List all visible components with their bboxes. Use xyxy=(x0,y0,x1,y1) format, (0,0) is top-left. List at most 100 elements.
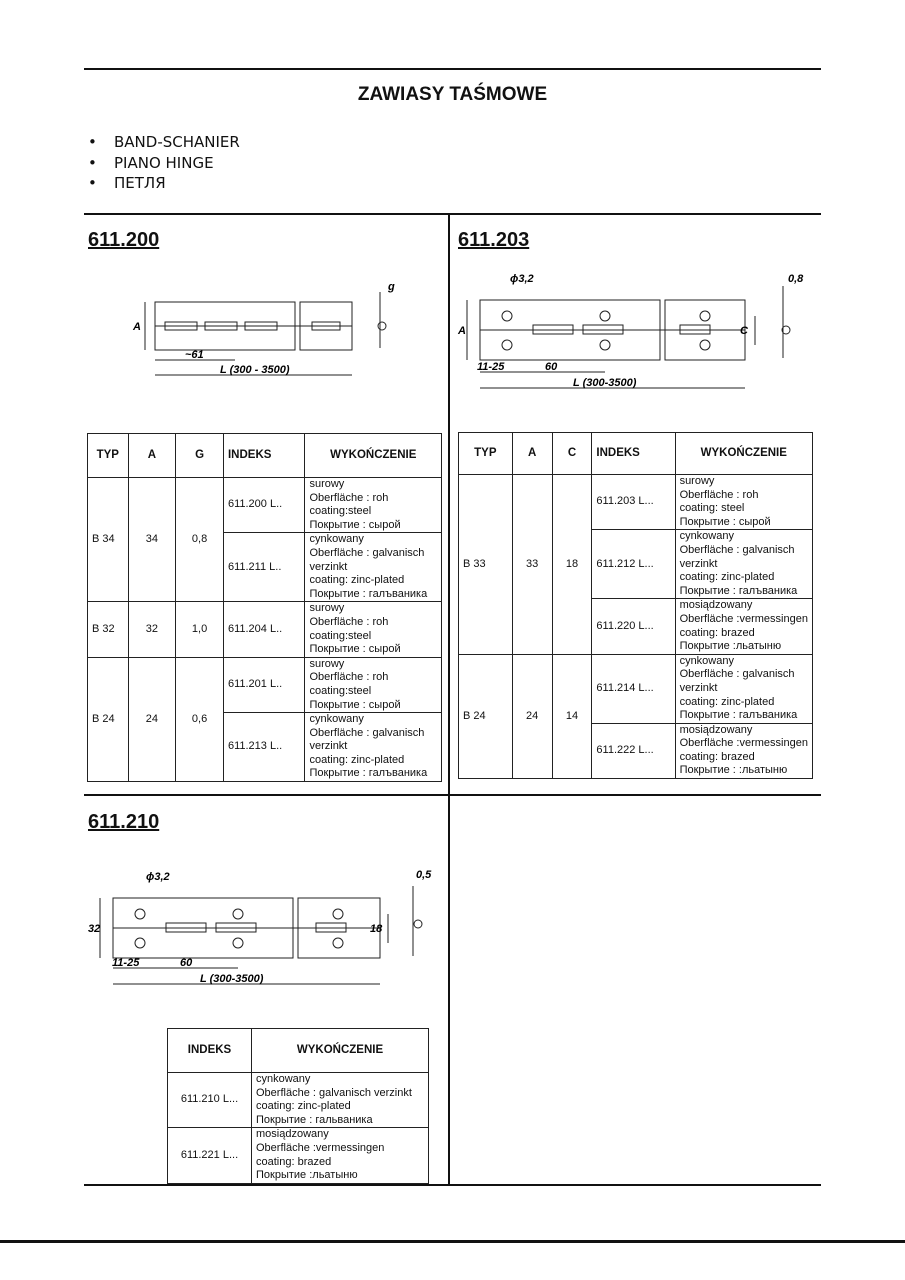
index-cell: 611.211 L.. xyxy=(222,532,306,603)
finish-line: cynkowany xyxy=(309,533,364,546)
finish-line: Покрытие : :льатыню xyxy=(679,764,788,777)
column-header: INDEKS xyxy=(167,1028,252,1073)
finish-line: Покрытие : гальваника xyxy=(256,1113,373,1126)
cell-a: 24 xyxy=(511,653,553,780)
finish-line: Покрытие : сырой xyxy=(309,698,401,711)
product-code: 611.203 xyxy=(458,229,530,251)
column-header: A xyxy=(511,432,553,475)
cell-typ: B 24 xyxy=(87,656,129,783)
hinge-drawing-611-200: A ~61 L (300 - 3500) g xyxy=(132,281,395,376)
dim-height: 32 xyxy=(88,923,100,935)
finish-line: Oberfläche : galvanisch xyxy=(309,546,425,559)
bottom-rule xyxy=(84,1184,821,1186)
cell-g: 0,8 xyxy=(175,476,224,603)
index-cell: 611.201 L.. xyxy=(222,656,306,714)
index-cell: 611.212 L... xyxy=(591,529,676,600)
finish-line: Oberfläche : galvanisch xyxy=(679,543,795,556)
dim-length: L (300-3500) xyxy=(200,973,264,985)
finish-line: Oberfläche : roh xyxy=(309,491,389,504)
index-cell: 611.200 L.. xyxy=(222,476,306,534)
finish-line: coating: brazed xyxy=(679,750,755,763)
column-header: INDEKS xyxy=(222,433,306,478)
hinge-drawing-611-203: ϕ3,2 0,8 A C 11-25 60 L (300-3500) xyxy=(457,273,804,389)
cell-typ: B 24 xyxy=(458,653,513,780)
index-cell: 611.221 L... xyxy=(167,1127,252,1184)
dim-pitch: 60 xyxy=(180,957,193,969)
finish-line: mosiądzowany xyxy=(679,723,753,736)
finish-line: Покрытие : галъваника xyxy=(309,767,428,780)
finish-line: Oberfläche :vermessingen xyxy=(256,1141,385,1154)
cell-g: 1,0 xyxy=(175,601,224,658)
finish-line: coating: steel xyxy=(679,502,745,515)
finish-line: surowy xyxy=(309,602,345,615)
product-code: 611.200 xyxy=(88,229,160,251)
finish-line: coating: brazed xyxy=(256,1155,332,1168)
index-cell: 611.222 L... xyxy=(591,722,676,780)
cell-g: 18 xyxy=(551,474,593,655)
finish-line: verzinkt xyxy=(309,560,348,573)
finish-line: verzinkt xyxy=(679,557,718,570)
finish-line: coating:steel xyxy=(309,629,372,642)
bullet-item: PIANO HINGE xyxy=(88,153,240,174)
index-cell: 611.204 L.. xyxy=(222,601,306,658)
finish-line: surowy xyxy=(309,478,345,490)
column-divider xyxy=(448,213,450,1186)
section-rule xyxy=(84,213,821,215)
column-header: C xyxy=(551,432,593,475)
cell-typ: B 33 xyxy=(458,474,513,655)
finish-line: Покрытие :льатыню xyxy=(679,640,782,653)
dim-pitch: 60 xyxy=(545,361,558,373)
finish-line: Покрытие : галъваника xyxy=(679,584,798,597)
finish-line: coating:steel xyxy=(309,505,372,518)
dim-length: L (300-3500) xyxy=(573,377,637,389)
index-cell: 611.213 L.. xyxy=(222,712,306,783)
page-title: ZAWIASY TAŚMOWE xyxy=(357,84,548,105)
column-header: TYP xyxy=(458,432,513,475)
footer-rule xyxy=(0,1240,905,1243)
hinge-drawing-611-210: ϕ3,2 0,5 32 18 11-25 60 L (300-3500) xyxy=(88,869,432,985)
finish-line: Oberfläche : galvanisch xyxy=(309,726,425,739)
index-cell: 611.220 L... xyxy=(591,598,676,655)
cell-a: 24 xyxy=(127,656,177,783)
dim-thickness: 0,8 xyxy=(788,273,804,285)
finish-line: Oberfläche :vermessingen xyxy=(679,737,808,750)
cell-typ: B 34 xyxy=(87,476,129,603)
finish-line: Покрытие :льатыню xyxy=(256,1169,358,1182)
column-header: G xyxy=(175,433,224,478)
top-rule xyxy=(84,68,821,70)
finish-line: coating: zinc-plated xyxy=(256,1100,351,1113)
cell-g: 14 xyxy=(551,653,593,780)
finish-line: Oberfläche :vermessingen xyxy=(679,612,808,625)
finish-line: coating: zinc-plated xyxy=(679,571,775,584)
finish-line: cynkowany xyxy=(256,1073,311,1085)
finish-line: Oberfläche : roh xyxy=(309,615,389,628)
name-list: BAND-SCHANIER PIANO HINGE ПЕТЛЯ xyxy=(88,132,240,194)
cell-a: 33 xyxy=(511,474,553,655)
finish-line: coating: zinc-plated xyxy=(309,753,405,766)
finish-line: cynkowany xyxy=(679,654,734,667)
index-cell: 611.203 L... xyxy=(591,473,676,531)
finish-line: Oberfläche : roh xyxy=(309,671,389,684)
finish-line: coating: brazed xyxy=(679,626,755,639)
